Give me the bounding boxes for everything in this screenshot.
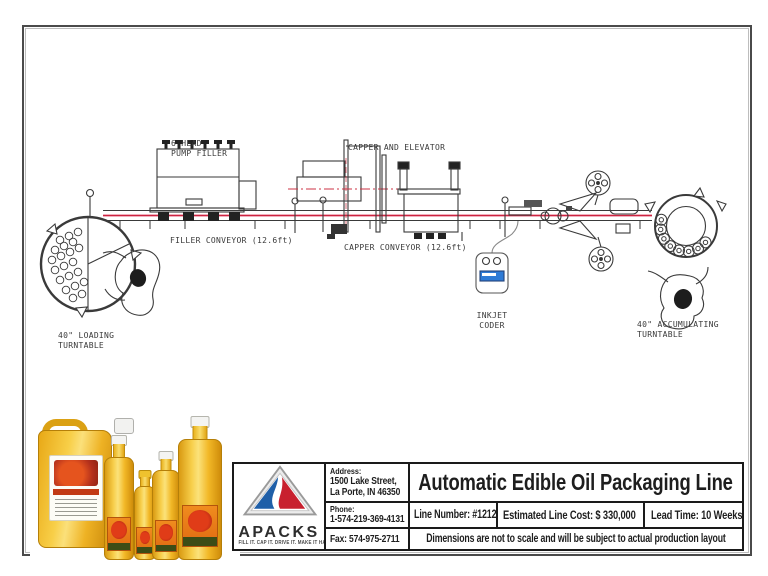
accumulating-turntable	[644, 186, 727, 258]
apacks-logo-icon	[242, 465, 318, 516]
operator-figure-right	[647, 266, 709, 330]
inkjet-coder-device	[475, 220, 519, 294]
product-photo-oil-bottles	[30, 402, 240, 560]
capper-machine	[381, 154, 463, 241]
oil-bottle	[152, 451, 180, 560]
capper-elevator-machine	[288, 139, 428, 239]
label-capper-elevator: CAPPER AND ELEVATOR	[348, 143, 446, 152]
line-number-cell: Line Number: #12123	[410, 503, 498, 529]
fax-cell: Fax: 574-975-2711	[326, 529, 410, 549]
operator-figure-left	[102, 249, 161, 316]
pump-filler-machine	[149, 140, 257, 221]
title-block: APACKS FILL IT. CAP IT. DRIVE IT. MAKE I…	[232, 462, 744, 551]
phone-cell: Phone: 1-574-219-369-4131	[326, 503, 410, 529]
address-cell: Address: 1500 Lake Street, La Porte, IN …	[326, 464, 410, 503]
label-capper-conveyor: CAPPER CONVEYOR (12.6ft)	[344, 243, 467, 252]
label-filler-conveyor: FILLER CONVEYOR (12.6ft)	[170, 236, 293, 245]
labeler-machine	[501, 170, 639, 272]
company-logo-cell: APACKS FILL IT. CAP IT. DRIVE IT. MAKE I…	[234, 464, 326, 549]
company-name: APACKS	[238, 524, 320, 541]
company-tagline: FILL IT. CAP IT. DRIVE IT. MAKE IT HAPPE…	[238, 540, 326, 546]
estimated-cost-cell: Estimated Line Cost: $ 330,000	[498, 503, 645, 529]
sheet-title: Automatic Edible Oil Packaging Line	[410, 464, 742, 503]
oil-bottle	[178, 416, 222, 560]
oil-jug	[38, 430, 112, 548]
oil-jug-label	[49, 455, 103, 521]
disclaimer-note: Dimensions are not to scale and will be …	[426, 533, 726, 545]
drawing-border	[22, 25, 752, 556]
oil-bottle	[104, 435, 134, 560]
oil-jug-cap	[114, 418, 134, 434]
loading-turntable	[39, 188, 143, 319]
lead-time-cell: Lead Time: 10 Weeks	[645, 503, 742, 529]
